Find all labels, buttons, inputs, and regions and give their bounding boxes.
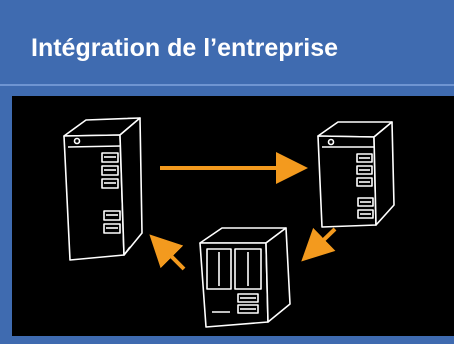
arrow-bottom-to-left [149, 234, 186, 271]
server-bottom-icon [199, 227, 291, 328]
server-left-icon [63, 117, 143, 261]
arrow-right-to-bottom [301, 227, 337, 262]
slide-title: Intégration de l’entreprise [31, 34, 339, 62]
server-right-icon [317, 121, 395, 228]
title-divider [0, 84, 454, 86]
